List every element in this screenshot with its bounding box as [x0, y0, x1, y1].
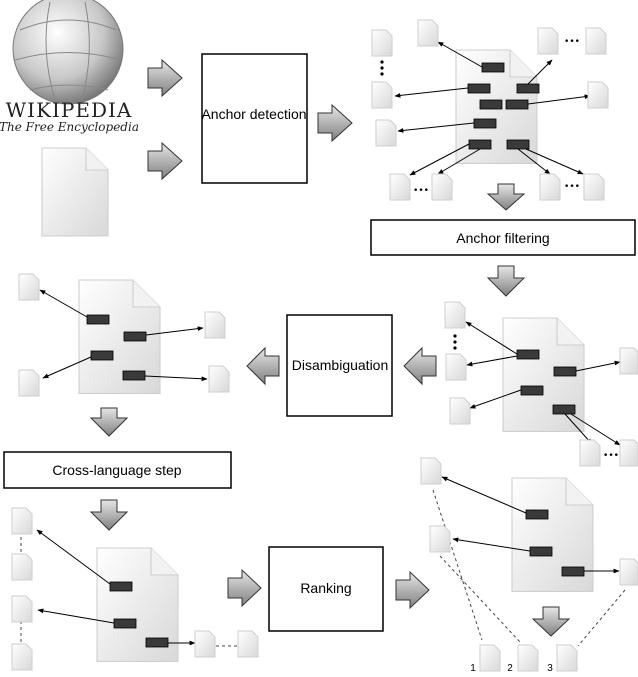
disambiguation-result: [18, 273, 230, 397]
cross-language-step: Cross-language step: [3, 451, 232, 489]
rank-label: 1: [470, 663, 476, 674]
anchor-filtering-result: •••: [444, 301, 638, 467]
small-document-icon: [444, 301, 638, 467]
flow-arrow-icon: [89, 407, 129, 437]
small-document-icon: [18, 273, 230, 397]
small-document-icon: [11, 507, 259, 671]
cross-language-result: [11, 507, 259, 671]
disambiguation-step: Disambiguation: [286, 314, 393, 417]
disambiguation-label: Disambiguation: [292, 357, 389, 373]
flow-arrow-icon: [227, 568, 262, 608]
ellipsis: •••: [603, 451, 619, 461]
flow-arrow-icon: [89, 499, 129, 531]
anchor-detection-result: ••• ••• •••: [371, 19, 609, 201]
anchor-detection-label: Anchor detection: [201, 106, 306, 122]
flow-arrow-icon: [317, 103, 353, 143]
flow-arrow-icon: [246, 346, 280, 386]
flow-arrow-icon: [486, 183, 526, 211]
rank-label: 2: [507, 663, 513, 674]
flow-arrow-icon: [147, 58, 183, 98]
flow-arrow-icon: [403, 346, 437, 386]
flow-arrow-icon: [395, 570, 430, 610]
flow-arrow-icon: [147, 141, 183, 181]
wikipedia-globe-icon: [12, 0, 124, 105]
ranking-result: 1 2 3: [420, 457, 638, 674]
flow-arrow-icon: [531, 606, 571, 637]
flow-arrow-icon: [486, 265, 526, 297]
anchor-filtering-step: Anchor filtering: [370, 219, 636, 256]
ellipsis: •••: [564, 37, 580, 47]
wikipedia-logo: WIKIPEDIA The Free Encyclopedia: [0, 0, 139, 134]
logo-wordmark: WIKIPEDIA: [6, 98, 133, 122]
anchor-detection-step: Anchor detection: [201, 53, 308, 184]
rank-label: 3: [547, 663, 553, 674]
ranking-label: Ranking: [300, 580, 351, 596]
small-document-icon: [420, 457, 638, 672]
logo-tagline: The Free Encyclopedia: [0, 120, 139, 134]
input-document-icon: [41, 147, 109, 237]
ranking-step: Ranking: [268, 546, 384, 632]
anchor-filtering-label: Anchor filtering: [456, 230, 549, 246]
small-document-icon: [371, 19, 609, 201]
cross-language-label: Cross-language step: [52, 462, 181, 478]
ellipsis: •••: [564, 182, 580, 192]
ellipsis: •••: [413, 186, 429, 196]
